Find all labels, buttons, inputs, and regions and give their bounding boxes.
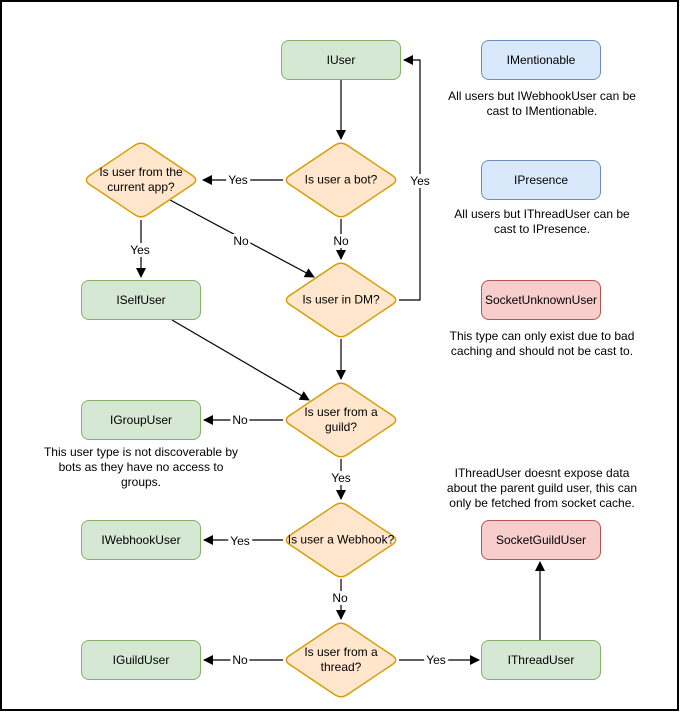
decision-webhook-shape xyxy=(285,502,397,578)
note-ipresence: All users but IThreadUser can be cast to… xyxy=(412,207,672,237)
decision-webhook-label: Is user a Webhook? xyxy=(287,532,395,547)
node-label: IMentionable xyxy=(506,53,576,67)
node-label: IGuildUser xyxy=(112,653,170,667)
node-label: IWebhookUser xyxy=(101,533,181,547)
decision-dm-label: Is user in DM? xyxy=(302,292,380,307)
edge-label-app-no: No xyxy=(231,234,251,248)
note-line: cast to IPresence. xyxy=(493,222,591,236)
note-line: This type can only exist due to bad xyxy=(449,329,635,343)
edge-label-thread-no: No xyxy=(230,653,250,667)
edge-label-app-yes: Yes xyxy=(128,243,152,257)
note-socketunknownuser: This type can only exist due to bad cach… xyxy=(412,329,672,359)
note-line: IThreadUser doesnt expose data xyxy=(454,466,630,480)
note-line: about the parent guild user, this can xyxy=(446,481,638,495)
node-label: IGroupUser xyxy=(109,413,173,427)
decision-bot-label: Is user a bot? xyxy=(304,172,378,187)
node-iselfuser: ISelfUser xyxy=(81,280,201,320)
note-line: only be fetched from socket cache. xyxy=(449,496,635,510)
note-line: caching and should not be cast to. xyxy=(450,344,634,358)
node-label: IThreadUser xyxy=(507,653,575,667)
decision-current-app-shape xyxy=(85,142,197,218)
decision-guild-label: Is user from a guild? xyxy=(304,405,378,434)
note-imentionable: All users but IWebhookUser can be cast t… xyxy=(412,89,672,119)
edge-label-guild-yes: Yes xyxy=(329,471,353,485)
edge-label-dm-yes: Yes xyxy=(408,174,432,188)
decision-thread-shape xyxy=(285,622,397,698)
node-ipresence: IPresence xyxy=(481,160,601,200)
node-imentionable: IMentionable xyxy=(481,40,601,80)
node-igroupuser: IGroupUser xyxy=(81,400,201,440)
note-igroupuser: This user type is not discoverable by bo… xyxy=(11,445,271,490)
node-label: IUser xyxy=(326,53,356,67)
note-line: bots as they have no access to xyxy=(58,460,224,474)
edge-label-webhook-yes: Yes xyxy=(228,534,252,548)
decision-current-app-label: Is user from the current app? xyxy=(99,165,183,194)
note-line: All users but IThreadUser can be xyxy=(454,207,630,221)
decision-guild-shape xyxy=(285,382,397,458)
note-line: groups. xyxy=(120,475,162,489)
node-label: SocketGuildUser xyxy=(495,533,587,547)
decision-dm-shape xyxy=(285,262,397,338)
edge-label-guild-no: No xyxy=(230,413,250,427)
edge-label-bot-yes: Yes xyxy=(226,173,250,187)
node-socketunknownuser: SocketUnknownUser xyxy=(481,280,601,320)
note-line: This user type is not discoverable by xyxy=(43,445,239,459)
edge-iselfuser-to-guild xyxy=(171,319,310,401)
decision-thread-label: Is user from a thread? xyxy=(304,645,378,674)
note-line: cast to IMentionable. xyxy=(486,104,598,118)
edge-label-webhook-no: No xyxy=(330,591,350,605)
node-label: ISelfUser xyxy=(116,293,166,307)
node-label: SocketUnknownUser xyxy=(484,293,598,307)
note-socketguilduser: IThreadUser doesnt expose data about the… xyxy=(412,466,672,511)
node-ithreaduser: IThreadUser xyxy=(481,640,601,680)
edge-label-thread-yes: Yes xyxy=(424,653,448,667)
note-line: All users but IWebhookUser can be xyxy=(448,89,636,103)
node-iwebhookuser: IWebhookUser xyxy=(81,520,201,560)
node-iuser: IUser xyxy=(281,40,401,80)
node-iguilduser: IGuildUser xyxy=(81,640,201,680)
node-label: IPresence xyxy=(513,173,569,187)
edge-label-bot-no: No xyxy=(331,234,351,248)
decision-bot-shape xyxy=(285,142,397,218)
node-socketguilduser: SocketGuildUser xyxy=(481,520,601,560)
